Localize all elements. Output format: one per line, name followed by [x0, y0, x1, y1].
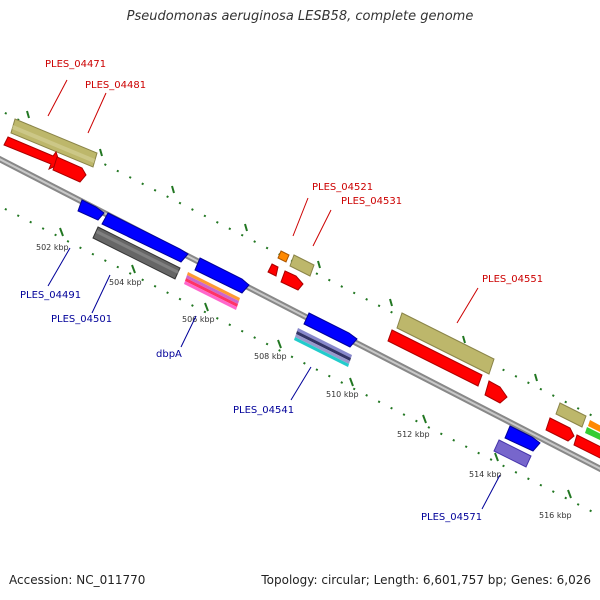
gene-feature[interactable] — [387, 329, 483, 387]
gene-feature[interactable] — [545, 417, 575, 442]
gene-feature[interactable] — [555, 402, 587, 428]
tick-label: 510 kbp — [326, 390, 359, 399]
gene-feature[interactable] — [303, 312, 358, 348]
gene-label-top[interactable]: PLES_04481 — [85, 80, 146, 91]
gene-label-top[interactable]: PLES_04521 — [312, 182, 373, 193]
gene-label-bottom[interactable]: PLES_04571 — [421, 512, 482, 523]
gene-feature[interactable] — [484, 380, 508, 404]
gene-feature[interactable] — [101, 212, 189, 263]
gene-feature[interactable] — [267, 263, 279, 277]
gene-feature[interactable] — [280, 270, 304, 291]
tick-label: 506 kbp — [182, 315, 215, 324]
gene-label-bottom[interactable]: dbpA — [156, 349, 182, 360]
gene-label-top[interactable]: PLES_04531 — [341, 196, 402, 207]
gene-label-top[interactable]: PLES_04551 — [482, 274, 543, 285]
gene-feature[interactable] — [92, 226, 181, 280]
gene-feature[interactable] — [77, 199, 105, 221]
gene-feature[interactable] — [277, 250, 290, 263]
gene-feature[interactable] — [493, 439, 532, 468]
upper-major-ticks — [26, 110, 538, 382]
gene-feature[interactable] — [184, 272, 240, 310]
tick-label: 508 kbp — [254, 352, 287, 361]
genome-map[interactable]: 502 kbp 504 kbp 506 kbp 508 kbp 510 kbp … — [0, 0, 600, 570]
gene-feature[interactable] — [573, 420, 600, 459]
gene-feature[interactable] — [289, 254, 315, 277]
gene-label-bottom[interactable]: PLES_04491 — [20, 290, 81, 301]
tick-label: 502 kbp — [36, 243, 69, 252]
tick-label: 516 kbp — [539, 511, 572, 520]
page-title: Pseudomonas aeruginosa LESB58, complete … — [126, 9, 474, 24]
gene-label-bottom[interactable]: PLES_04541 — [233, 405, 294, 416]
gene-feature[interactable] — [52, 156, 87, 183]
gene-feature[interactable] — [396, 312, 495, 375]
accession-label: Accession: NC_011770 — [9, 573, 146, 587]
gene-label-top[interactable]: PLES_04471 — [45, 59, 106, 70]
gene-feature[interactable] — [194, 257, 250, 294]
leader-lines-bottom — [47, 247, 501, 510]
gene-label-bottom[interactable]: PLES_04501 — [51, 314, 112, 325]
gene-feature[interactable] — [504, 425, 541, 452]
tick-label: 504 kbp — [109, 278, 142, 287]
gene-feature[interactable] — [294, 328, 352, 367]
lower-ruler — [0, 205, 600, 517]
genome-summary: Topology: circular; Length: 6,601,757 bp… — [261, 573, 591, 587]
gene-feature[interactable] — [10, 118, 98, 168]
leader-lines — [47, 79, 479, 324]
kbp-labels: 502 kbp 504 kbp 506 kbp 508 kbp 510 kbp … — [36, 243, 572, 520]
tick-label: 512 kbp — [397, 430, 430, 439]
tick-label: 514 kbp — [469, 470, 502, 479]
major-ticks — [59, 227, 572, 499]
